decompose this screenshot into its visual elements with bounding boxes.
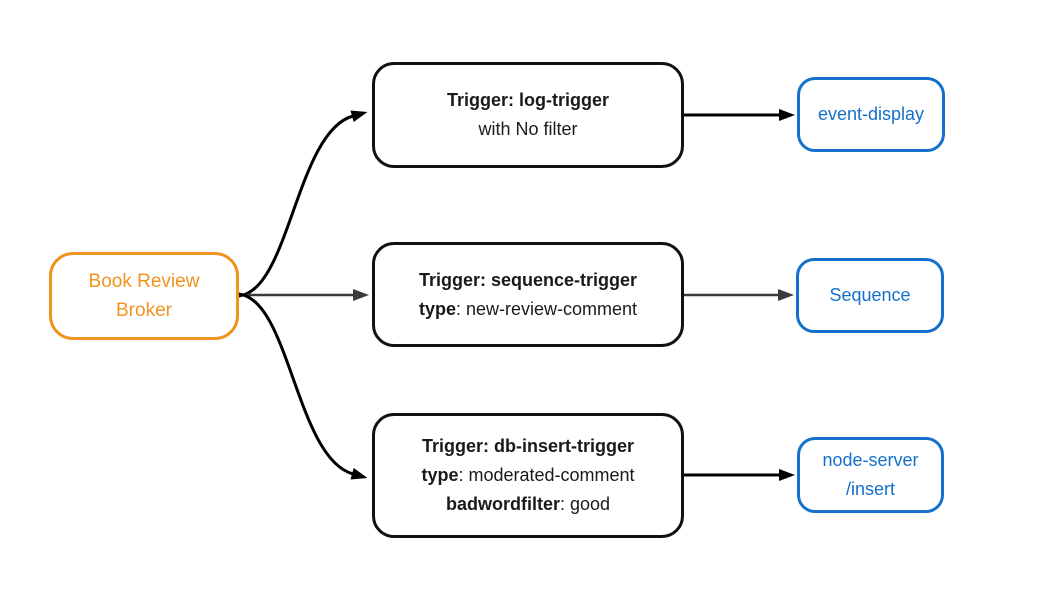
sink-label: event-display bbox=[817, 104, 925, 124]
broker-label: Book Review Broker bbox=[88, 271, 200, 321]
sink-label: node-server /insert bbox=[822, 450, 919, 499]
trigger-node-db-insert-trigger: Trigger: db-insert-trigger type: moderat… bbox=[372, 413, 684, 538]
arrow-broker-to-log-trigger bbox=[237, 110, 368, 298]
sink-node-node-server-insert: node-server /insert bbox=[797, 437, 944, 513]
arrow-broker-to-db-insert-trigger bbox=[237, 292, 368, 480]
sink-node-sequence: Sequence bbox=[796, 258, 944, 333]
broker-node: Book Review Broker bbox=[49, 252, 239, 340]
trigger-attribute: badwordfilter: good bbox=[445, 494, 611, 514]
trigger-attribute: type: moderated-comment bbox=[421, 465, 635, 485]
trigger-attribute: type: new-review-comment bbox=[418, 298, 638, 319]
sink-node-event-display: event-display bbox=[797, 77, 945, 152]
sink-label: Sequence bbox=[829, 285, 911, 305]
trigger-title: Trigger: log-trigger bbox=[447, 90, 609, 110]
trigger-title: Trigger: sequence-trigger bbox=[418, 269, 638, 290]
trigger-node-sequence-trigger: Trigger: sequence-trigger type: new-revi… bbox=[372, 242, 684, 347]
trigger-subtitle: with No filter bbox=[478, 119, 578, 139]
trigger-node-log-trigger: Trigger: log-trigger with No filter bbox=[372, 62, 684, 168]
trigger-title: Trigger: db-insert-trigger bbox=[421, 436, 634, 456]
